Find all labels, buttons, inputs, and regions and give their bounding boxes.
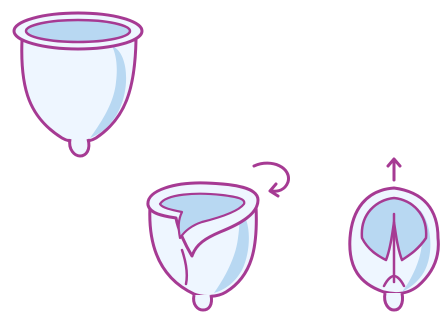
- cup-c-fold-icon: [148, 183, 258, 310]
- cup-icon: [14, 13, 142, 156]
- menstrual-cup-c-fold: [148, 163, 289, 310]
- up-arrow-icon: [388, 159, 400, 180]
- curved-arrow-icon: [254, 163, 289, 196]
- menstrual-cup-open: [14, 13, 142, 156]
- cup-punch-down-icon: [350, 188, 439, 310]
- menstrual-cup-punch-down-fold: [350, 159, 439, 310]
